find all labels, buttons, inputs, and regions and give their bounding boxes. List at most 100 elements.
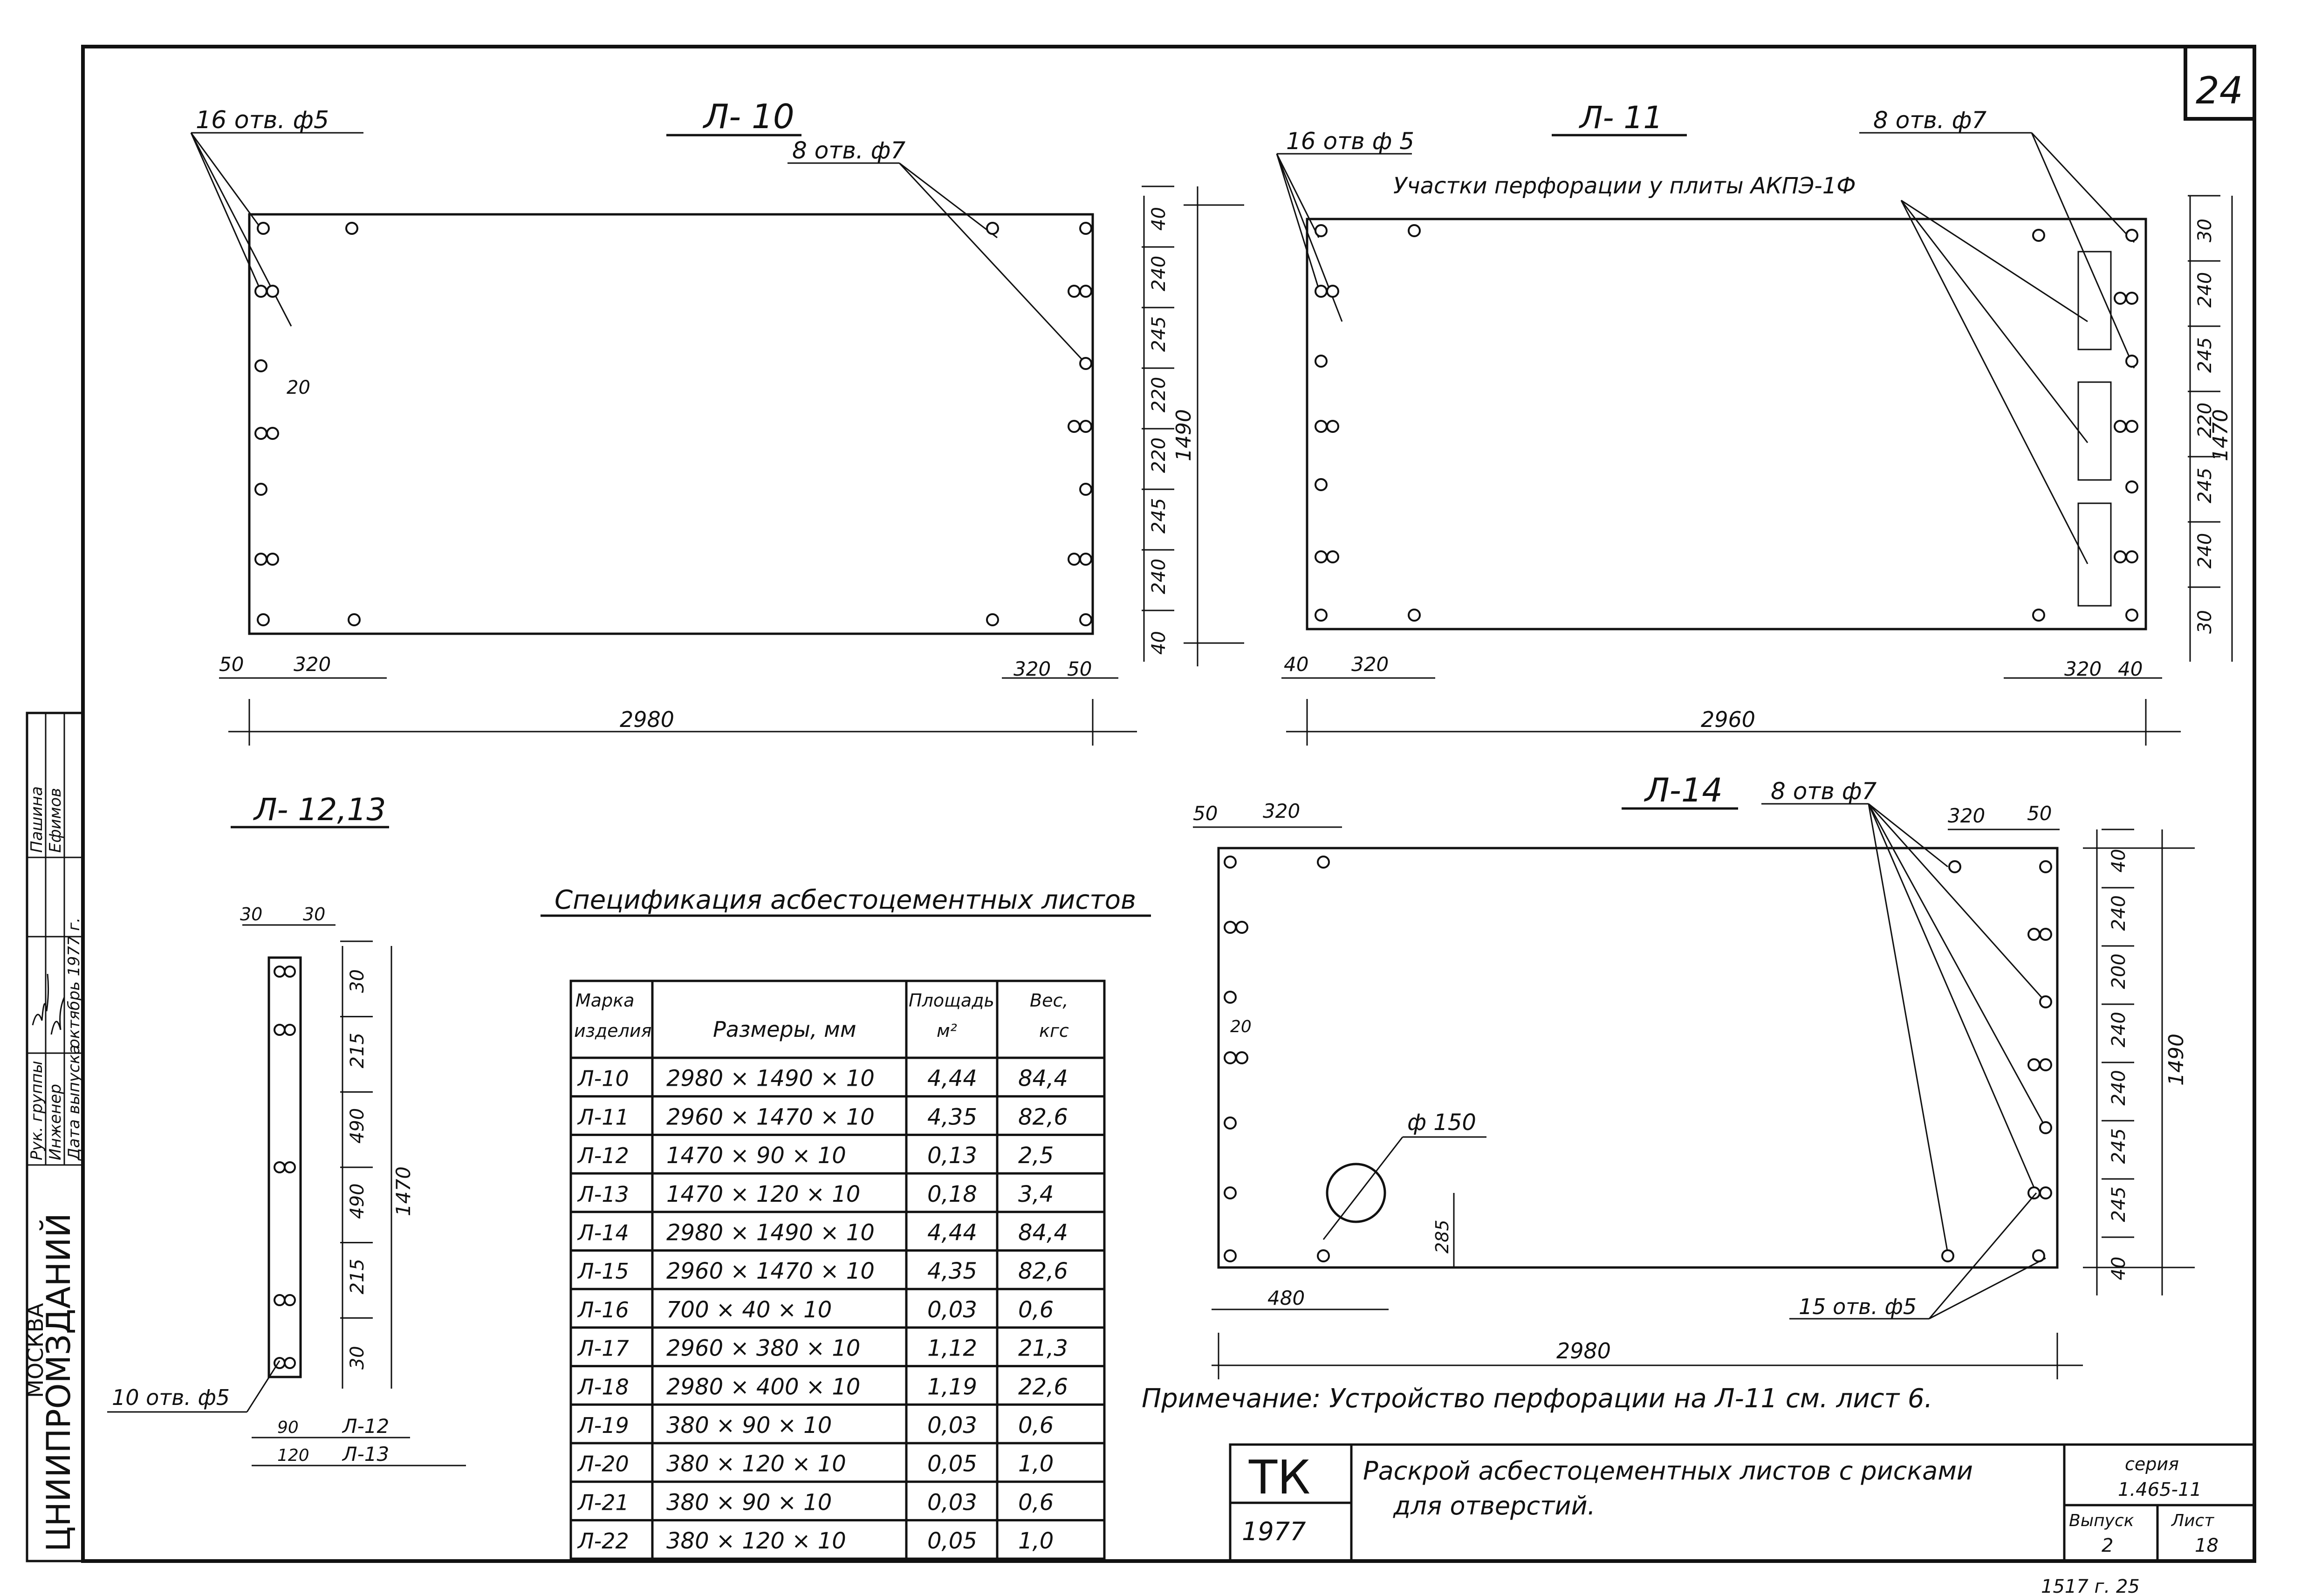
spec-cell-size: 2980 × 1490 × 10 [666,1066,875,1092]
title-block-issue-label: Выпуск [2069,1511,2134,1530]
l12-dim-right-2: 215 [347,1033,368,1068]
title-block-year: 1977 [1242,1517,1306,1546]
spec-cell-area: 0,05 [927,1451,977,1477]
title-block-series-label: серия [2125,1454,2179,1474]
spec-header-size: Размеры, мм [713,1017,856,1042]
l14-title: Л-14 [1644,771,1723,809]
l14-dim-right-7: 245 [2108,1186,2130,1222]
l10-title: Л- 10 [702,97,794,136]
title-block-description-1: Раскрой асбестоцементных листов с рискам… [1363,1456,1973,1486]
l10-dim-total-height: 1490 [1172,409,1196,461]
drawing-l12-13: Л- 12,13 30 30 1470 10 отв. ф5 90 120 Л-… [107,792,466,1466]
spec-cell-area: 4,35 [927,1104,977,1130]
corner-numbers: 1517 г. 25 [2041,1576,2140,1596]
l14-dim-right-2: 240 [2108,895,2130,931]
l10-dim-b1: 50 [219,653,244,676]
l11-dim-b3: 320 [2064,658,2102,680]
l14-hole-diameter: ф 150 [1407,1110,1476,1136]
l11-dim-total-height: 1470 [2209,409,2233,461]
l12-sheet-outline [267,956,302,1378]
spec-cell-mark: Л-12 [577,1143,629,1168]
title-block-sheet-value: 18 [2195,1535,2219,1556]
spec-cell-weight: 84,4 [1018,1066,1068,1092]
l10-holes-right: 8 отв. ф7 [792,137,905,164]
stamp-row-1-name: Пашина [27,786,46,853]
l11-dim-right-1: 30 [2194,219,2216,242]
l10-dim-right-3: 245 [1148,316,1170,352]
l11-sheet-outline [1306,218,2147,630]
spec-cell-size: 2980 × 400 × 10 [666,1374,860,1400]
l10-sheet-outline [248,213,1094,635]
title-block: ТК 1977 Раскрой асбестоцементных листов … [1229,1443,2256,1562]
spec-cell-mark: Л-15 [577,1259,629,1284]
spec-header-area-1: Площадь [909,990,994,1011]
spec-cell-weight: 2,5 [1018,1143,1054,1169]
drawing-l10: Л- 10 16 отв. ф5 8 отв. ф7 20 [190,97,1244,746]
l10-dim-right-2: 240 [1148,256,1170,291]
signature-2 [50,997,65,1035]
l14-dim-right-3: 200 [2108,953,2130,989]
drawing-l14: Л-14 8 отв ф7 50 320 320 50 ф 150 [1193,771,2195,1379]
spec-cell-area: 1,19 [927,1374,977,1400]
l11-perforation-note: Участки перфорации у плиты АКПЭ-1Ф [1393,173,1856,199]
spec-cell-area: 0,03 [927,1489,977,1515]
l14-dim-right-5: 240 [2108,1070,2130,1105]
spec-cell-weight: 82,6 [1018,1258,1068,1284]
spec-cell-area: 0,05 [927,1528,977,1554]
spec-cell-mark: Л-19 [577,1413,629,1438]
l14-dim-right-1: 40 [2108,849,2130,873]
l11-dim-right-7: 30 [2194,610,2216,634]
sheet-number-box [2184,45,2256,121]
spec-cell-weight: 0,6 [1018,1489,1054,1515]
spec-cell-size: 1470 × 90 × 10 [666,1143,846,1169]
l14-dim-tl-1: 50 [1193,802,1218,825]
stamp-row-3-date: октябрь 1977 г. [65,918,83,1048]
l10-dim-right-4: 220 [1148,377,1170,412]
spec-cell-area: 0,03 [927,1412,977,1438]
spec-header-area-2: м² [937,1021,957,1041]
l10-dim-total-width: 2980 [620,707,674,732]
spec-header-weight-2: кгс [1039,1021,1069,1041]
l11-perforation-zone-3 [2077,502,2112,607]
l10-dim-b4: 50 [1067,658,1092,680]
l14-dim-right-6: 245 [2108,1128,2130,1164]
spec-cell-mark: Л-17 [577,1336,629,1361]
spec-cell-area: 4,44 [927,1066,977,1092]
l12-label-12: Л-12 [342,1415,389,1438]
spec-cell-weight: 3,4 [1018,1181,1054,1207]
title-block-series-value: 1.465-11 [2118,1479,2202,1500]
l11-title: Л- 11 [1579,100,1663,136]
spec-cell-size: 1470 × 120 × 10 [666,1181,860,1207]
l11-dim-b1: 40 [1284,653,1308,676]
l12-dim-total-height: 1470 [392,1166,415,1216]
stamp-row-1-role: Рук. группы [27,1061,46,1160]
l14-dim-total-height: 1490 [2164,1034,2188,1086]
l14-dim-total-width: 2980 [1556,1338,1611,1363]
l12-dim-right-3: 490 [347,1108,368,1144]
title-block-description-2: для отверстий. [1393,1491,1596,1521]
stamp-row-2-name: Ефимов [46,788,65,853]
stamp-row-3-role: Дата выпуска [65,1045,83,1161]
spec-cell-mark: Л-18 [577,1374,629,1399]
l14-dim-480: 480 [1267,1287,1305,1309]
title-block-issue-value: 2 [2102,1535,2113,1556]
l10-dim-right-5: 220 [1148,438,1170,473]
stamp-city: МОСКВА [23,1303,48,1398]
spec-cell-weight: 0,6 [1018,1412,1054,1438]
spec-cell-size: 380 × 120 × 10 [666,1451,846,1477]
spec-cell-area: 4,44 [927,1220,977,1246]
l12-dim-right-4: 490 [347,1183,368,1219]
title-block-sheet-label: Лист [2171,1511,2214,1530]
l10-holes [254,222,1092,626]
spec-cell-size: 2960 × 1470 × 10 [666,1104,875,1130]
l11-perforation-zone-1 [2077,251,2112,350]
l10-holes-left: 16 отв. ф5 [196,106,329,134]
l14-dim-tr-1: 320 [1948,804,1985,827]
spec-cell-weight: 1,0 [1018,1528,1054,1554]
l12-width-12: 90 [277,1418,299,1437]
l10-dim-b2: 320 [294,653,331,676]
spec-cell-size: 2980 × 1490 × 10 [666,1220,875,1246]
spec-cell-weight: 21,3 [1018,1336,1068,1362]
spec-cell-area: 0,18 [927,1181,977,1207]
